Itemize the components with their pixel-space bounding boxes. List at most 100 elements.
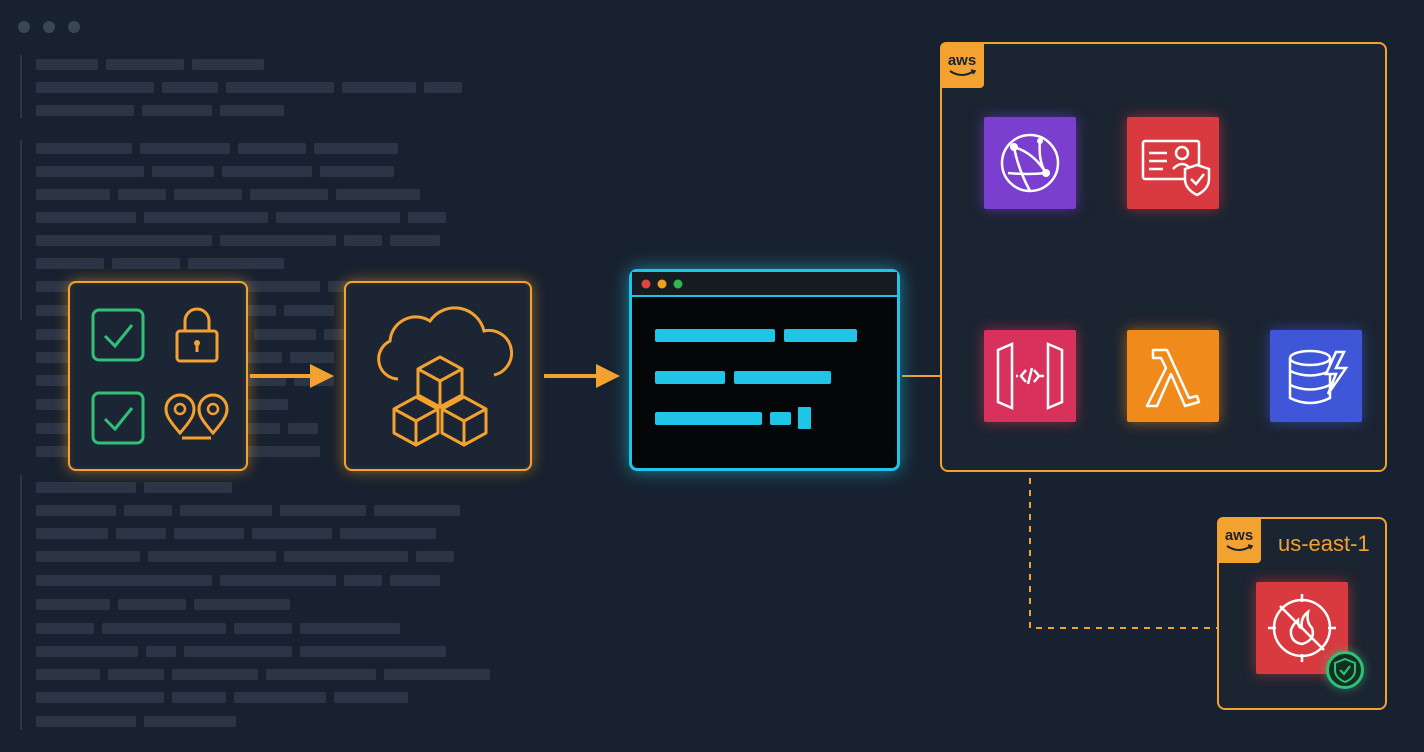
code-line-placeholder: [222, 166, 312, 177]
code-line-placeholder: [36, 105, 134, 116]
code-line-placeholder: [36, 482, 136, 493]
code-line-placeholder: [334, 692, 408, 703]
code-line-placeholder: [384, 669, 490, 680]
dynamodb-service: [1270, 330, 1362, 422]
aws-smile-icon: [949, 69, 977, 76]
code-line-placeholder: [390, 235, 440, 246]
code-line-placeholder: [112, 258, 180, 269]
code-line-placeholder: [284, 551, 408, 562]
code-line-placeholder: [424, 82, 462, 93]
code-line-placeholder: [118, 189, 166, 200]
region-aws-tag: aws: [1217, 517, 1261, 563]
terminal-window-icon: [632, 272, 897, 429]
window-dot-1: [18, 21, 30, 33]
code-line-placeholder: [336, 189, 420, 200]
aws-logo-text: aws: [947, 52, 977, 69]
code-line-placeholder: [124, 505, 172, 516]
code-line-placeholder: [416, 551, 454, 562]
code-line-placeholder: [184, 646, 292, 657]
code-line-placeholder: [220, 575, 336, 586]
code-line-placeholder: [238, 143, 306, 154]
code-line-placeholder: [344, 235, 382, 246]
code-line-placeholder: [36, 166, 144, 177]
code-line-placeholder: [36, 669, 100, 680]
code-line-placeholder: [194, 599, 290, 610]
code-line-placeholder: [172, 669, 258, 680]
cognito-service: [1127, 117, 1219, 209]
code-line-placeholder: [280, 505, 366, 516]
code-line-placeholder: [146, 646, 176, 657]
code-line-placeholder: [220, 105, 284, 116]
code-line-placeholder: [36, 575, 212, 586]
code-line-placeholder: [234, 692, 326, 703]
shield-check-icon: [1334, 657, 1356, 684]
arrow-cloud-to-terminal: [544, 364, 620, 388]
code-line-placeholder: [284, 305, 334, 316]
lambda-service: [1127, 330, 1219, 422]
code-line-placeholder: [36, 599, 110, 610]
code-line-placeholder: [290, 352, 334, 363]
code-line-placeholder: [188, 258, 284, 269]
code-line-placeholder: [36, 716, 136, 727]
code-line-placeholder: [220, 235, 336, 246]
code-line-placeholder: [172, 692, 226, 703]
code-line-placeholder: [36, 143, 132, 154]
cloudfront-service: [984, 117, 1076, 209]
code-line-placeholder: [144, 716, 236, 727]
code-line-placeholder: [342, 82, 416, 93]
code-line-placeholder: [36, 646, 138, 657]
code-line-placeholder: [36, 82, 154, 93]
code-line-placeholder: [148, 551, 276, 562]
requirements-card: [68, 281, 248, 471]
location-pins-icon: [164, 393, 229, 440]
code-line-placeholder: [180, 505, 272, 516]
cloud-cubes-icon: [377, 306, 514, 447]
lambda-icon: [1145, 348, 1201, 408]
code-line-placeholder: [152, 166, 214, 177]
code-line-placeholder: [144, 482, 232, 493]
code-line-placeholder: [340, 528, 436, 539]
code-line-placeholder: [300, 623, 400, 634]
code-line-placeholder: [36, 505, 116, 516]
code-line-placeholder: [276, 212, 400, 223]
arrow-requirements-to-cloud: [250, 364, 334, 388]
code-line-placeholder: [36, 189, 110, 200]
cloudfront-icon: [1000, 133, 1060, 193]
code-line-placeholder: [320, 166, 394, 177]
checkbox-icon: [91, 308, 145, 362]
code-line-placeholder: [102, 623, 226, 634]
code-line-placeholder: [174, 528, 244, 539]
waf-icon: [1268, 594, 1336, 662]
api-gateway-icon: [996, 342, 1064, 410]
lock-icon: [175, 307, 219, 363]
aws-account-tag: aws: [940, 42, 984, 88]
code-line-placeholder: [254, 329, 316, 340]
code-line-placeholder: [36, 551, 140, 562]
dynamodb-icon: [1288, 349, 1349, 405]
waf-service: [1256, 582, 1348, 674]
code-line-placeholder: [252, 528, 332, 539]
code-line-placeholder: [344, 575, 382, 586]
api-gateway-service: [984, 330, 1076, 422]
line-aws-to-region-dashed: [1029, 478, 1218, 629]
code-line-placeholder: [140, 143, 230, 154]
code-line-placeholder: [250, 189, 328, 200]
code-line-placeholder: [174, 189, 242, 200]
code-line-placeholder: [106, 59, 184, 70]
code-line-placeholder: [374, 505, 460, 516]
code-line-placeholder: [36, 258, 104, 269]
code-line-placeholder: [144, 212, 268, 223]
code-line-placeholder: [36, 692, 164, 703]
code-line-placeholder: [36, 528, 108, 539]
code-line-placeholder: [162, 82, 218, 93]
cognito-icon: [1141, 139, 1211, 197]
cloud-infrastructure-card: [344, 281, 532, 471]
code-line-placeholder: [266, 669, 376, 680]
window-dot-2: [43, 21, 55, 33]
aws-smile-icon: [1226, 544, 1254, 551]
code-line-placeholder: [118, 599, 186, 610]
region-name: us-east-1: [1278, 531, 1370, 556]
code-line-placeholder: [300, 646, 446, 657]
code-line-placeholder: [288, 423, 318, 434]
checkbox-icon: [91, 391, 145, 445]
